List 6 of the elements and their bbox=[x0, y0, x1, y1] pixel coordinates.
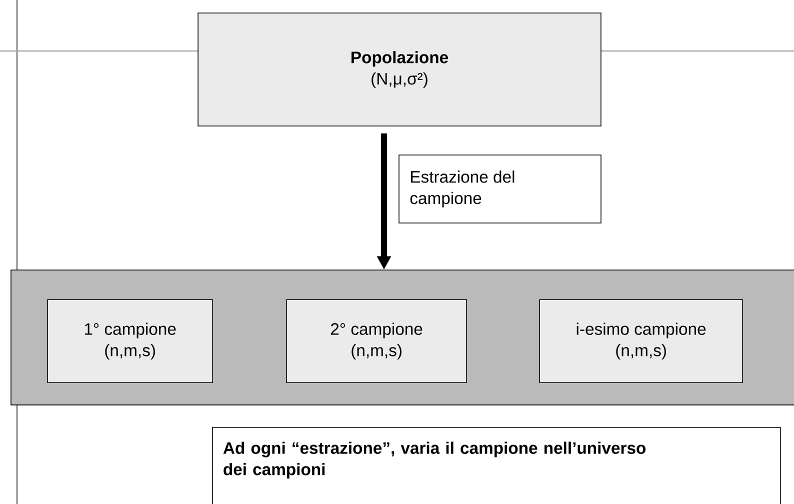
sample-box: 2° campione (n,m,s) bbox=[286, 299, 467, 383]
note-box: Estrazione del campione bbox=[398, 154, 602, 224]
population-box: Popolazione (N,μ,σ²) bbox=[198, 12, 602, 126]
note-box: Ad ogni “estrazione”, varia il campione nell’universo dei campioni bbox=[212, 427, 781, 504]
sample-box: i-esimo campione (n,m,s) bbox=[539, 299, 743, 383]
sample-box: 1° campione (n,m,s) bbox=[47, 299, 213, 383]
